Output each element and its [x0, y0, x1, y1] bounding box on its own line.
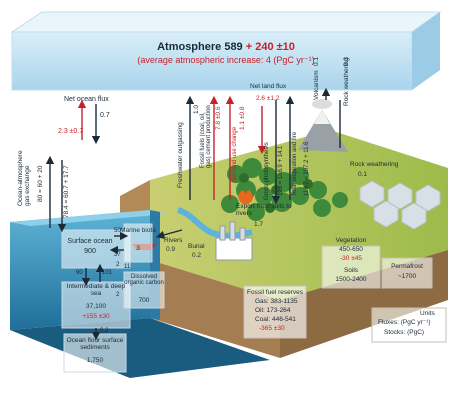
- seafloor-value: 1,750: [86, 357, 104, 364]
- flow-2b: 2: [116, 292, 120, 298]
- atmosphere-title: Atmosphere 589 + 240 ±10: [157, 41, 295, 53]
- flux-arrows: [45, 87, 341, 341]
- net-ocean-flux-label: Net ocean flux: [64, 96, 109, 103]
- vegetation-anthro: -30 ±45: [340, 255, 362, 262]
- units-title: Units: [420, 310, 435, 317]
- rock-weathering-top-value: 0.3: [343, 56, 350, 66]
- rock-weathering-bottom-value: 0.1: [358, 171, 368, 178]
- vegetation-soils-box: [321, 245, 381, 289]
- vegetation-value: 450-650: [339, 246, 363, 253]
- volcanism-label: Volcanism: [313, 70, 320, 100]
- flow-11: 11: [124, 264, 131, 270]
- volcano: [298, 99, 348, 152]
- respiration-label: Total respiration and fire: [292, 131, 298, 196]
- fossil-value: 7.8 ±0.6: [215, 106, 222, 130]
- landuse-value: 1.1 ±0.8: [239, 106, 246, 130]
- permafrost-hexes: [359, 180, 441, 230]
- atmosphere-panel: [10, 11, 442, 91]
- units-box: [371, 307, 447, 343]
- seafloor-box: [63, 333, 127, 373]
- intermediate-label: Intermediate & deep sea: [66, 283, 126, 297]
- flow-50: 50: [114, 228, 121, 234]
- doc-value: 700: [138, 297, 150, 304]
- units-stocks: Stocks: (PgC): [384, 329, 425, 336]
- fossil-label: Fossil fuels (coal, oil, gas) cement pro…: [200, 105, 213, 168]
- net-ocean-flux-red: 2.3 ±0.7: [58, 128, 84, 135]
- freshwater-label: Freshwater outgassing: [177, 122, 184, 188]
- soils-value: 1500-2400: [335, 276, 367, 283]
- vegetation-label: Vegetation: [335, 237, 367, 244]
- marine-biota-box: [123, 223, 153, 263]
- marine-biota-value: 3: [136, 245, 140, 252]
- intermediate-anthro: +155 ±30: [82, 313, 110, 320]
- respiration-value: 118.7 = 107.2 + 11.6: [304, 141, 310, 197]
- fossil-oil: Oil: 173-264: [255, 307, 291, 314]
- intermediate-value: 37,100: [86, 303, 106, 310]
- volcanism-value: 0.1: [313, 56, 320, 66]
- ocean-exchange-values: 80 = 60 + 20: [37, 165, 44, 202]
- flow-0-2: 0.2: [100, 328, 109, 334]
- fossil-anthro: -365 ±30: [259, 325, 285, 332]
- fossil-reserves-title: Fossil fuel reserves: [247, 289, 303, 296]
- ocean-exchange-label: Ocean-atmosphere gas exchange: [17, 150, 31, 206]
- atmosphere-increase: + 240 ±10: [245, 41, 295, 53]
- doc-box: [123, 271, 165, 309]
- surface-ocean-value: 900: [84, 248, 96, 255]
- atmosphere-average: (average atmospheric increase: 4 (PgC yr…: [137, 55, 315, 65]
- fire-icon: [238, 190, 253, 205]
- fossil-reserves-box: [243, 285, 307, 339]
- rock-weathering-bottom-label: Rock weathering: [350, 161, 399, 168]
- photosynthesis-value: 123 = 108.9 + 14.1: [278, 145, 284, 196]
- doc-label: Dissolved organic carbon: [124, 274, 164, 287]
- net-land-flux-label: Net land flux: [250, 83, 287, 90]
- units-fluxes: Fluxes: (PgC yr⁻¹): [378, 319, 431, 326]
- intermediate-box: [61, 281, 131, 329]
- factory-icon: [215, 221, 253, 261]
- ocean-exchange-values-2: 78.4 = 60.7 + 17.7: [63, 165, 70, 218]
- soils-label: Soils: [343, 267, 359, 274]
- rivers-label: Rivers: [164, 237, 183, 244]
- fossil-gas: Gas: 383-1135: [255, 298, 298, 305]
- net-land-flux-value: 2.6 ±1.2: [256, 95, 280, 102]
- burial-label: Burial: [188, 243, 205, 250]
- permafrost-label: Permafrost: [391, 263, 423, 270]
- flow-90: 90: [76, 270, 83, 276]
- fossil-coal: Coal: 446-541: [255, 316, 296, 323]
- marine-biota-label: Marine biota: [120, 227, 156, 234]
- export-label: Export from soils to rivers: [236, 203, 292, 217]
- rivers-value: 0.9: [166, 246, 176, 253]
- flow-37: 37: [114, 252, 121, 258]
- flow-101: 101: [102, 270, 113, 276]
- export-value: 1.7: [254, 221, 264, 228]
- photosynthesis-label: Gross photosynthesis: [264, 142, 270, 200]
- surface-ocean-label: Surface ocean: [67, 238, 113, 245]
- permafrost-value: ~1700: [397, 273, 417, 280]
- permafrost-box: [381, 257, 433, 289]
- seafloor-label: Ocean floor surface sediments: [66, 337, 124, 351]
- burial-value: 0.2: [192, 252, 202, 259]
- landuse-label: Net land use change: [232, 126, 238, 182]
- flow-2: 2: [116, 262, 120, 268]
- net-ocean-flux-black: 0.7: [100, 112, 110, 119]
